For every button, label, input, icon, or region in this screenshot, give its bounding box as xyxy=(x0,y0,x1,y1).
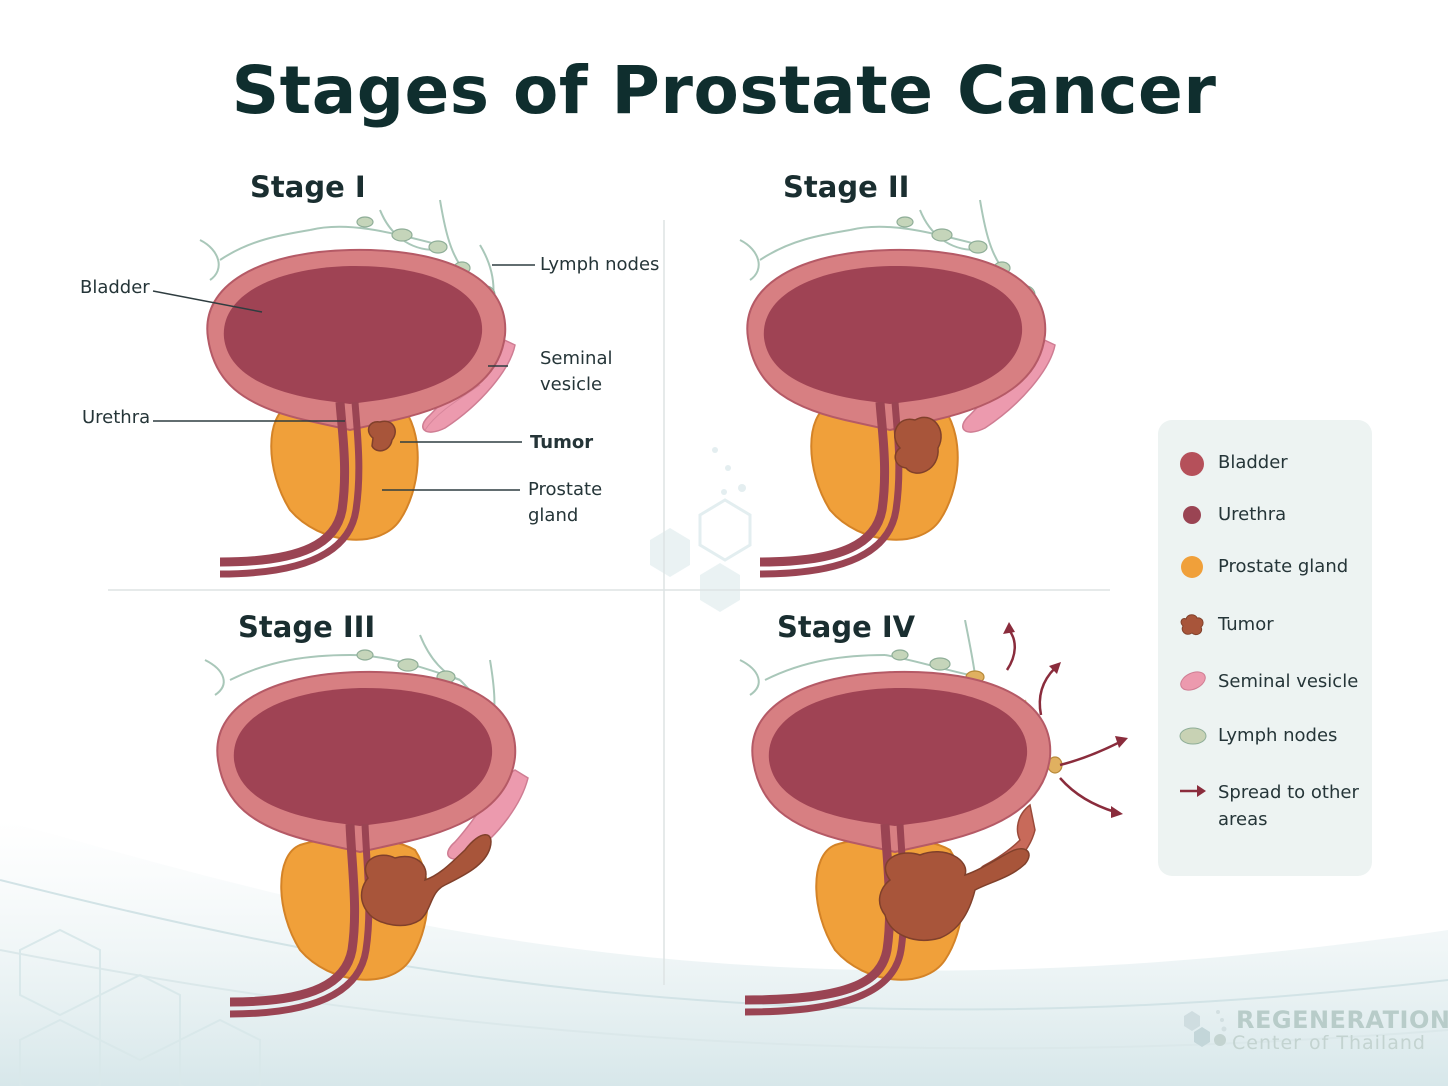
stage-4-title: Stage IV xyxy=(777,610,916,644)
stage-4-illustration xyxy=(739,620,1128,1016)
seminal-vesicle-callout-line2: vesicle xyxy=(540,374,603,395)
stage-1-callout-lines xyxy=(152,264,535,491)
bladder-legend-icon xyxy=(1180,452,1204,476)
urethra-legend-icon xyxy=(1183,506,1201,524)
hexagon-logo-icon xyxy=(1184,1010,1227,1047)
spread-arrow-legend-icon xyxy=(1180,785,1206,797)
legend-seminal-vesicle-label: Seminal vesicle xyxy=(1218,671,1359,692)
stage-3-title: Stage III xyxy=(238,610,376,644)
stage-3-illustration xyxy=(204,634,529,1018)
legend-tumor-label: Tumor xyxy=(1218,614,1274,635)
legend-lymph-nodes-label: Lymph nodes xyxy=(1218,725,1338,746)
logo-line1: REGENERATION xyxy=(1236,1006,1448,1034)
legend-urethra-label: Urethra xyxy=(1218,504,1287,525)
urethra-callout: Urethra xyxy=(82,407,151,428)
bladder-callout: Bladder xyxy=(80,277,150,298)
tumor-legend-icon xyxy=(1180,614,1204,636)
prostate-gland-callout-line1: Prostate xyxy=(528,479,603,500)
stage-1-title: Stage I xyxy=(250,170,366,204)
page-title: Stages of Prostate Cancer xyxy=(231,52,1217,129)
lymph-nodes-callout: Lymph nodes xyxy=(540,254,660,275)
seminal-vesicle-legend-icon xyxy=(1180,671,1206,691)
prostate-gland-legend-icon xyxy=(1181,556,1203,578)
tumor-callout: Tumor xyxy=(530,432,594,453)
stage-2-title: Stage II xyxy=(783,170,910,204)
regeneration-logo: REGENERATION Center of Thailand xyxy=(1180,1002,1448,1062)
legend-bladder-label: Bladder xyxy=(1218,452,1288,473)
lymph-nodes-legend-icon xyxy=(1179,727,1207,745)
stage-1-illustration xyxy=(199,199,516,578)
legend-spread-label: Spread to other areas xyxy=(1218,782,1359,830)
legend-prostate-label: Prostate gland xyxy=(1218,556,1349,577)
logo-line2: Center of Thailand xyxy=(1232,1032,1426,1054)
stage-2-illustration xyxy=(739,199,1056,578)
legend-panel: Bladder Urethra Prostate gland Tumor Sem… xyxy=(1158,420,1372,876)
seminal-vesicle-callout-line1: Seminal xyxy=(540,348,613,369)
prostate-gland-callout-line2: gland xyxy=(528,505,579,526)
